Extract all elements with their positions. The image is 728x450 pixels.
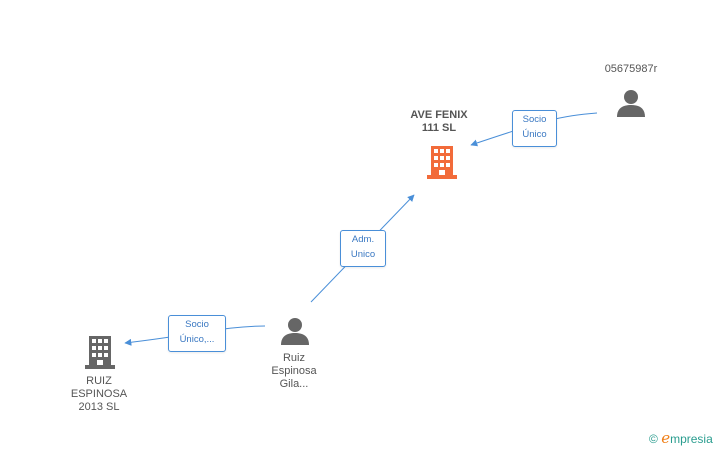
company-label-ave-fenix[interactable]: AVE FENIX 111 SL: [394, 109, 484, 135]
edge-label-line: Socio: [522, 114, 547, 125]
edge-label-line: Único,...: [179, 334, 215, 345]
brand-e: e: [661, 429, 671, 447]
company-name-line: RUIZ: [86, 375, 112, 387]
edge-label-socio-unico-left[interactable]: Socio Único,...: [168, 315, 226, 352]
copyright-symbol: ©: [649, 432, 658, 446]
person-name-line: 05675987r: [604, 63, 658, 75]
empresia-logo: © empresia: [649, 429, 713, 447]
edge-label-socio-unico-top[interactable]: Socio Único: [512, 110, 557, 147]
edge-label-line: Único: [522, 129, 547, 140]
company-label-ruiz-espinosa-2013[interactable]: RUIZ ESPINOSA 2013 SL: [54, 375, 144, 414]
person-name-line: Ruiz: [282, 352, 305, 364]
company-name-line: 2013 SL: [78, 401, 120, 413]
person-icon[interactable]: [616, 88, 646, 118]
company-name-line: AVE FENIX: [410, 109, 468, 121]
edge-label-adm-unico[interactable]: Adm. Unico: [340, 230, 386, 267]
person-label-ruiz-espinosa-gila[interactable]: Ruiz Espinosa Gila...: [249, 352, 339, 391]
edge-label-line: Unico: [350, 249, 376, 260]
building-icon[interactable]: [84, 334, 116, 370]
company-name-line: 111 SL: [421, 122, 457, 134]
person-icon[interactable]: [280, 316, 310, 346]
edge-label-line: Socio: [185, 319, 209, 330]
person-label-05675987r[interactable]: 05675987r: [586, 63, 676, 76]
person-name-line: Gila...: [279, 378, 309, 390]
building-icon[interactable]: [426, 144, 458, 180]
brand-name: mpresia: [670, 432, 713, 446]
company-name-line: ESPINOSA: [70, 388, 128, 400]
edge-label-line: Adm.: [351, 234, 375, 245]
person-name-line: Espinosa: [271, 365, 317, 377]
